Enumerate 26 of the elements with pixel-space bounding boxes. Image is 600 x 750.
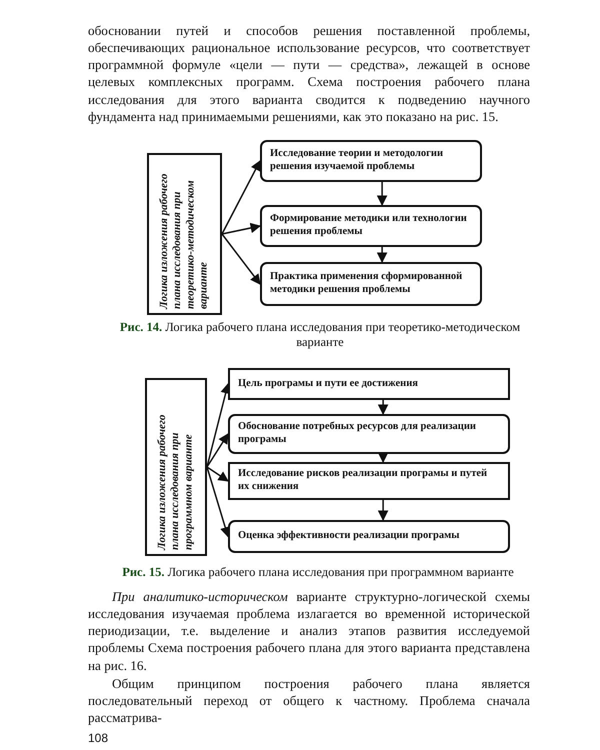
arrow: [221, 234, 261, 285]
arrow: [376, 182, 388, 206]
vertical-label-box: Логика изложения рабочего плана исследования при теоретико-методическом варианте: [147, 153, 222, 315]
arrow: [222, 222, 262, 235]
arrow: [378, 400, 388, 416]
rounded-process-box: Практика применения сформированной методики решения проблемы: [260, 262, 482, 306]
paragraph: Общим принципом построения рабочего плана является последовательный переход от общего к частному. Проблема сначала рассматрива-: [88, 675, 530, 726]
rounded-process-box: Формирование методики или технологии решения проблемы: [260, 205, 482, 247]
process-box: Цель програмы и пути ее достижения: [228, 368, 510, 400]
process-box: Исследование рисков реализации програмы и путей их снижения: [228, 462, 510, 500]
arrow: [376, 247, 388, 264]
rounded-process-box: Обоснование потребных ресурсов для реализации програмы: [228, 414, 510, 454]
paragraph: При аналитико-историческом варианте структурно-логической схемы исследования изучаемая проблема излагается во временной исторической периодизации, т.е. выделение и анализ этапов развития исследуемой проблемы Схема построения рабочего плана для этого варианта представлена на рис. 16.: [88, 588, 530, 674]
arrow: [378, 500, 388, 522]
vertical-label-box: Логика изложения рабочего плана исследования при программном варианте: [145, 378, 207, 556]
paragraph: обосновании путей и способов решения поставленной проблемы, обеспечивающих рациональное использование ресурсов, что соответствует программной формуле «цели — пути — средства», лежащей в основе целевых комплексных программ. Схема построения рабочего плана исследования для этого варианта сводится к подведению научного фундамента над принимаемыми решениями, как это показано на рис. 15.: [88, 22, 530, 125]
figure-caption: Рис. 14. Логика рабочего плана исследования при теоретико-методическом варианте: [118, 320, 522, 350]
rounded-process-box: Исследование теории и методологии решения изучаемой проблемы: [260, 140, 482, 182]
page-number: 108: [88, 731, 110, 747]
figure-caption: Рис. 15. Логика рабочего плана исследования при программном варианте: [121, 565, 515, 580]
arrow: [378, 452, 388, 464]
arrow: [206, 466, 229, 482]
arrow: [206, 433, 229, 468]
arrow: [221, 160, 261, 234]
rounded-process-box: Оценка эффективности реализации програмы: [228, 520, 510, 553]
arrow: [206, 466, 230, 538]
